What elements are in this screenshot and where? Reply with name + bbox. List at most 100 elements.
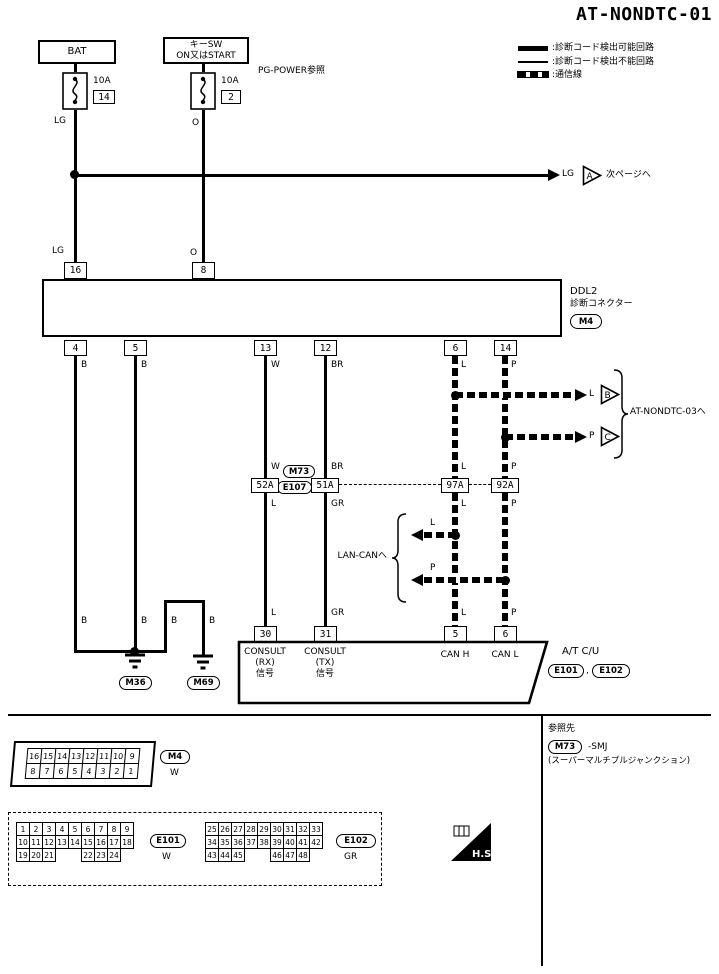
e102-connector-color: GR [344, 852, 358, 862]
wire-color-br-mid: BR [331, 462, 344, 472]
wire-color-b4-bot: B [209, 616, 216, 626]
pin-cell: 6 [81, 822, 95, 836]
fuse2-amp-label: 10A [221, 76, 239, 86]
brace-close-icon [613, 369, 629, 459]
ground-icon [193, 654, 213, 670]
pin-cell: 14 [68, 835, 82, 849]
smj-dashed-link [339, 484, 441, 485]
connector-ref-e102: E102 [592, 664, 630, 678]
atcu-box [237, 640, 549, 705]
lan-l-wire-color: L [430, 518, 436, 528]
connector-ref-m4-face: M4 [160, 750, 190, 764]
wire-bat-stub [74, 64, 77, 72]
pin-cell: 32 [296, 822, 310, 836]
junction-dot [70, 170, 79, 179]
pin-cell: 41 [296, 835, 310, 849]
pin-cell: 21 [42, 848, 56, 862]
pin-cell: 13 [55, 835, 69, 849]
legend-undetectable-label: :診断コード検出不能回路 [552, 57, 655, 67]
hs-logo-icon: H.S. [451, 823, 492, 861]
smj-terminal-51a: 51A [311, 478, 339, 493]
pin-cell: 33 [309, 822, 323, 836]
pin-cell: 47 [283, 848, 297, 862]
wire-l-consult-rx [264, 493, 267, 626]
wire-color-w-mid: W [271, 462, 280, 472]
atcu-rx-line3: 信号 [255, 669, 274, 679]
pin-cell: 36 [231, 835, 245, 849]
pin-cell [55, 848, 69, 862]
m4-connector-color: W [170, 768, 179, 778]
pin-cell: 37 [244, 835, 258, 849]
pin-cell: 18 [120, 835, 134, 849]
junction-dot [451, 531, 460, 540]
wire-gr-consult-tx [324, 493, 327, 626]
pin-cell: 26 [218, 822, 232, 836]
ground-ref-m69: M69 [187, 676, 220, 690]
pin-cell: 34 [205, 835, 219, 849]
terminal-14: 14 [494, 340, 517, 356]
offpage-letter-a: A [587, 172, 594, 182]
wire-color-w: W [271, 360, 280, 370]
pin-cell: 44 [218, 848, 232, 862]
arrowhead-left-icon [411, 529, 423, 541]
pin-cell: 22 [81, 848, 95, 862]
pin-cell: 35 [218, 835, 232, 849]
pin-cell [68, 848, 82, 862]
smj-terminal-92a: 92A [491, 478, 519, 493]
wire-br-consult-tx [324, 356, 327, 478]
next-page-label: 次ページへ [606, 170, 651, 180]
offpage-triangle-b-icon: B [600, 384, 620, 405]
atcu-can-h-label: CAN H [440, 650, 470, 660]
terminal-5: 5 [124, 340, 147, 356]
offpage-letter-c: C [605, 433, 611, 443]
brace-open-icon [391, 513, 407, 603]
pin-cell: 48 [296, 848, 310, 862]
fuse2-number-box: 2 [221, 90, 241, 104]
reference-title: 参照先 [548, 724, 576, 734]
terminal-12: 12 [314, 340, 337, 356]
atcu-tx-line1: CONSULT [304, 647, 346, 657]
comm-wire-can-l-lower [502, 493, 508, 626]
legend-detectable-label: :診断コード検出可能回路 [552, 43, 655, 53]
arrowhead-left-icon [411, 574, 423, 586]
pin-cell: 8 [107, 822, 121, 836]
atcu-can-l-label: CAN L [491, 650, 519, 660]
fuse1-number-box: 14 [93, 90, 115, 104]
junction-dot [451, 391, 460, 400]
wire-color-l-low2: L [461, 499, 467, 509]
section-divider-horizontal [8, 714, 711, 716]
terminal-13: 13 [254, 340, 277, 356]
wire-color-b2: B [141, 360, 148, 370]
pin-cell: 27 [231, 822, 245, 836]
comm-wire-can-h-lower [452, 493, 458, 626]
connector-ref-e107: E107 [277, 481, 312, 494]
pin-cell: 9 [124, 748, 141, 764]
pin-cell: 39 [270, 835, 284, 849]
bat-box: BAT [38, 40, 116, 64]
comm-wire-can-h-upper [452, 356, 458, 478]
connector-ref-e102-face: E102 [336, 834, 376, 848]
pin-cell: 24 [107, 848, 121, 862]
key-sw-line2: ON又はSTART [176, 50, 236, 61]
key-sw-box: キーSW ON又はSTART [163, 37, 249, 64]
ecu-connector-dashed-box [8, 812, 382, 886]
wire-color-l-mid: L [461, 462, 467, 472]
wire-keysw-stub [202, 64, 205, 72]
connector-ref-m73-bottom: M73 [548, 740, 582, 754]
atcu-tx-line2: (TX) [315, 658, 335, 668]
pin-cell: 7 [94, 822, 108, 836]
pin-cell: 4 [55, 822, 69, 836]
ddl2-box [42, 279, 562, 337]
ddl2-name: DDL2 [570, 286, 598, 297]
pin-cell: 19 [16, 848, 30, 862]
wire-b-pin5 [134, 356, 137, 655]
wire-b-to-m69 [202, 600, 205, 655]
pin-cell: 9 [120, 822, 134, 836]
pin-cell: 1 [122, 763, 140, 779]
pin-cell: 23 [94, 848, 108, 862]
fuse1-amp-label: 10A [93, 76, 111, 86]
wire-color-l-low: L [271, 499, 277, 509]
